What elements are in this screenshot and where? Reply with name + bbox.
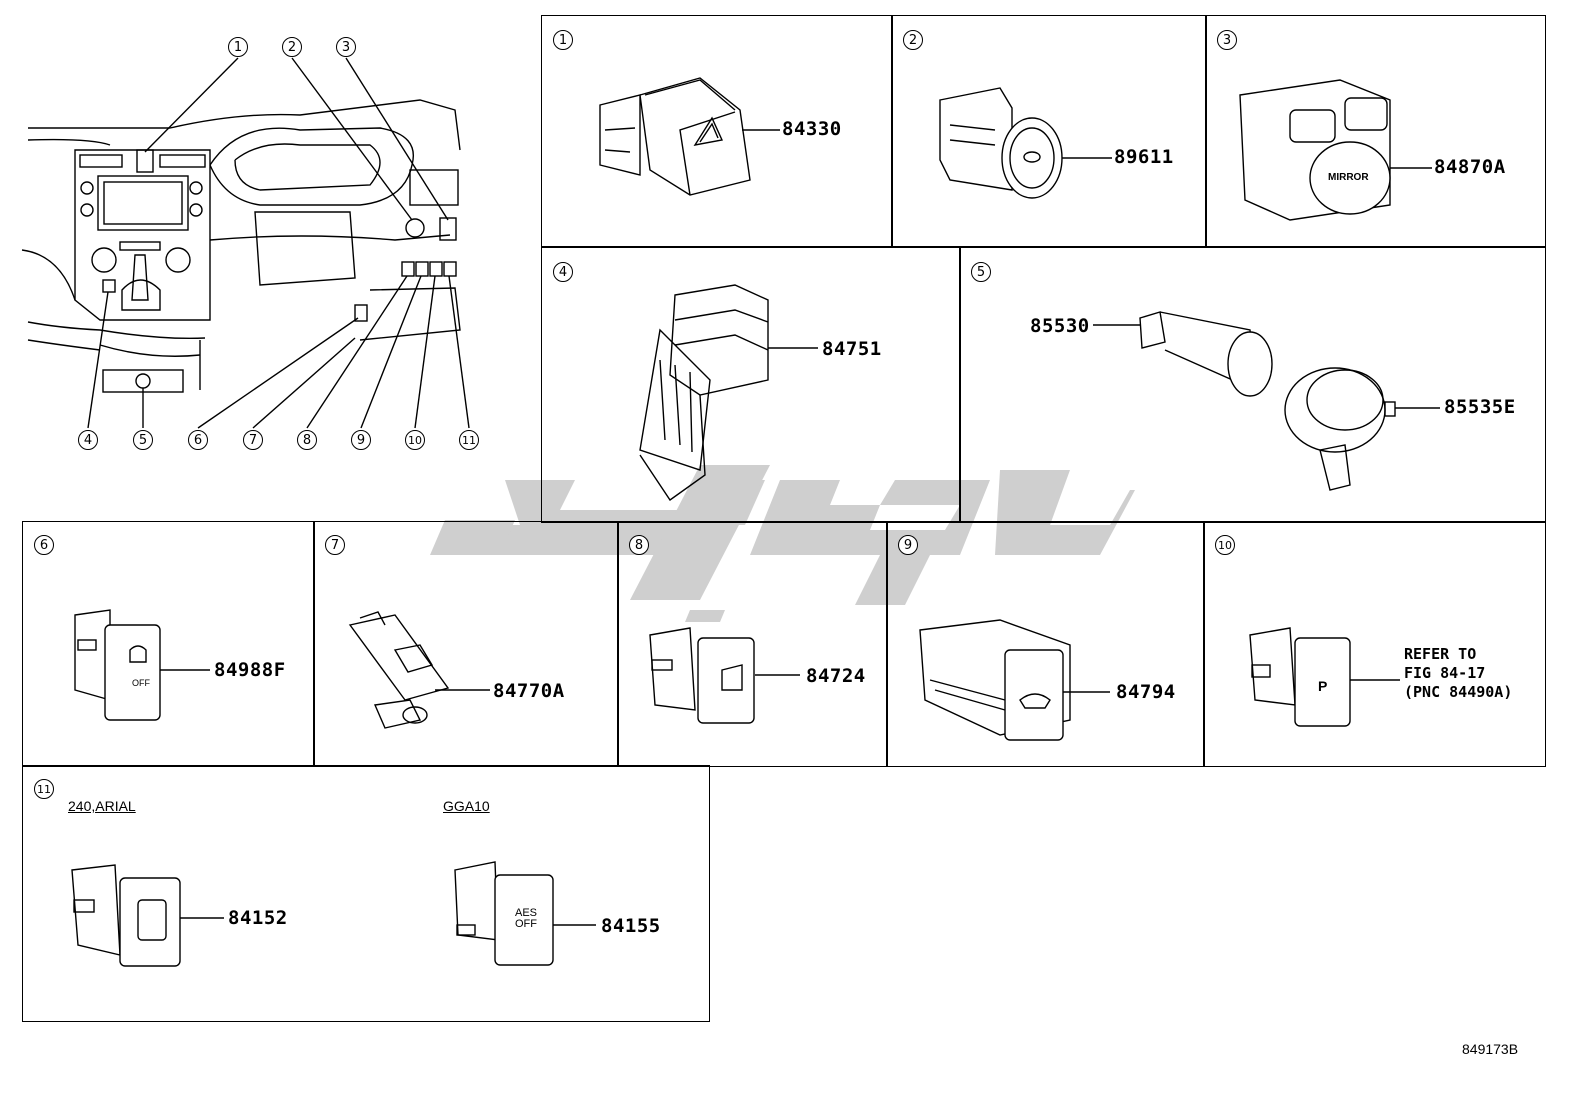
part-number-84152[interactable]: 84152 [228, 907, 288, 929]
diagram-code: 849173B [1462, 1041, 1519, 1057]
part-number-84330[interactable]: 84330 [782, 118, 842, 140]
overview-callout-9: 9 [351, 430, 371, 450]
overview-callout-2: 2 [282, 37, 302, 57]
part-number-84870A[interactable]: 84870A [1434, 156, 1506, 178]
part-number-84751[interactable]: 84751 [822, 338, 882, 360]
variant-label-240-arial: 240,ARIAL [68, 798, 136, 814]
panel-number-8: 8 [629, 535, 649, 555]
engine-start-button-icon [939, 87, 1112, 199]
hazard-switch-icon [599, 77, 780, 196]
mirror-switch-icon [1239, 79, 1432, 221]
panel-number-1: 1 [553, 30, 573, 50]
part-number-84724[interactable]: 84724 [806, 665, 866, 687]
panel-number-10: 10 [1215, 535, 1235, 555]
dashboard-overview [21, 99, 461, 393]
part-number-84988F[interactable]: 84988F [214, 659, 286, 681]
power-outlet-icon [1093, 311, 1440, 491]
part-number-84155[interactable]: 84155 [601, 915, 661, 937]
overview-leaders [87, 57, 470, 429]
panel-11 [22, 765, 710, 1022]
defogger-switch-icon [919, 619, 1110, 741]
part-number-84794[interactable]: 84794 [1116, 681, 1176, 703]
panel-3 [1205, 15, 1546, 248]
refer-note: REFER TO FIG 84-17 (PNC 84490A) [1404, 645, 1513, 701]
parking-assist-switch-icon [1249, 627, 1400, 727]
panel-number-6: 6 [34, 535, 54, 555]
part-number-89611[interactable]: 89611 [1114, 146, 1174, 168]
panel-number-2: 2 [903, 30, 923, 50]
headlamp-leveling-switch-icon [649, 627, 800, 724]
part-number-85530[interactable]: 85530 [1030, 315, 1090, 337]
panel-number-4: 4 [553, 262, 573, 282]
panel-8 [617, 521, 888, 767]
panel-5 [959, 246, 1546, 523]
panel-2 [891, 15, 1207, 248]
overview-callout-1: 1 [228, 37, 248, 57]
mirror-label: MIRROR [1328, 172, 1369, 183]
overview-callout-3: 3 [336, 37, 356, 57]
overview-callout-4: 4 [78, 430, 98, 450]
overview-callout-8: 8 [297, 430, 317, 450]
overview-callout-11: 11 [459, 430, 479, 450]
overview-callout-7: 7 [243, 430, 263, 450]
off-label: OFF [132, 678, 150, 688]
overview-callout-5: 5 [133, 430, 153, 450]
panel-number-5: 5 [971, 262, 991, 282]
panel-number-7: 7 [325, 535, 345, 555]
panel-1 [541, 15, 893, 248]
aes-off-switch-icon [454, 861, 596, 966]
panel-7 [313, 521, 619, 767]
park-assist-symbol: P [1318, 678, 1328, 694]
panel-6 [22, 521, 315, 767]
part-number-85535E[interactable]: 85535E [1444, 396, 1516, 418]
panel-4 [541, 246, 961, 523]
seat-heater-switch-icon [639, 284, 818, 501]
panel-number-11: 11 [34, 779, 54, 799]
part-number-84770A[interactable]: 84770A [493, 680, 565, 702]
aes-off-label: AES OFF [515, 907, 538, 930]
dimmer-switch-icon [348, 611, 490, 729]
panel-10 [1203, 521, 1546, 767]
panel-number-3: 3 [1217, 30, 1237, 50]
panel-number-9: 9 [898, 535, 918, 555]
panel-9 [886, 521, 1205, 767]
vsc-off-switch-icon [74, 609, 210, 721]
leveling-switch-icon [71, 864, 224, 967]
overview-callout-6: 6 [188, 430, 208, 450]
overview-callout-10: 10 [405, 430, 425, 450]
variant-label-gga10: GGA10 [443, 798, 490, 814]
